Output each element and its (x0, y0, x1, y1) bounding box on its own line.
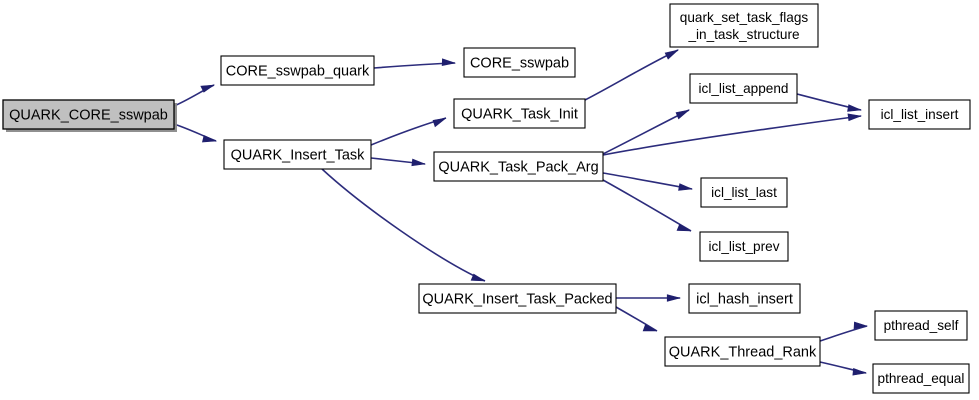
edge-quark_insert_task_packed-to-quark_thread_rank (615, 306, 658, 332)
arrowhead-icon (676, 223, 692, 232)
graph-node-quark_insert_task[interactable]: QUARK_Insert_Task (223, 139, 372, 170)
node-label: icl_list_append (699, 81, 789, 96)
edge-quark_core_sswpab-to-quark_insert_task (173, 123, 218, 143)
node-label: QUARK_CORE_sswpab (9, 107, 168, 123)
node-label-line: quark_set_task_flags (680, 10, 809, 25)
node-rect[interactable] (664, 336, 821, 367)
graph-node-quark_thread_rank[interactable]: QUARK_Thread_Rank (664, 336, 821, 367)
edge-quark_thread_rank-to-pthread_equal (819, 361, 868, 376)
graph-node-icl_list_insert[interactable]: icl_list_insert (868, 99, 971, 130)
graph-node-pthread_equal[interactable]: pthread_equal (872, 363, 970, 394)
arrowhead-icon (200, 84, 216, 93)
node-label: QUARK_Task_Init (461, 106, 578, 122)
arrowhead-icon (678, 183, 694, 191)
node-label: icl_list_prev (708, 239, 779, 254)
node-label: QUARK_Thread_Rank (669, 344, 817, 360)
node-label: pthread_self (884, 318, 959, 333)
graph-node-quark_insert_task_packed[interactable]: QUARK_Insert_Task_Packed (418, 283, 617, 314)
edge-quark_insert_task-to-quark_task_init (370, 117, 447, 146)
node-label-line: _in_task_structure (687, 27, 799, 42)
node-label: icl_list_last (711, 185, 777, 200)
graph-node-quark_set_task_flags_in_task_structure[interactable]: quark_set_task_flags _in_task_structure (669, 3, 819, 48)
arrowhead-icon (852, 367, 868, 376)
graph-node-quark_core_sswpab[interactable]: QUARK_CORE_sswpab (2, 99, 177, 132)
node-rect[interactable] (433, 151, 604, 182)
edge-line (602, 115, 862, 156)
arrowhead-icon (441, 58, 457, 66)
edge-quark_task_pack_arg-to-icl_list_append (602, 109, 691, 155)
arrowhead-icon (432, 117, 447, 128)
arrowhead-icon (411, 158, 427, 167)
arrowhead-icon (664, 49, 680, 60)
edge-quark_task_init-to-quark_set_task_flags_in_task_structure (584, 49, 680, 101)
node-rect[interactable] (699, 231, 789, 262)
graph-node-icl_list_append[interactable]: icl_list_append (689, 73, 798, 104)
graph-node-icl_list_last[interactable]: icl_list_last (700, 177, 788, 208)
node-label: QUARK_Insert_Task (231, 147, 366, 163)
edge-quark_insert_task-to-quark_task_pack_arg (370, 157, 427, 167)
node-rect[interactable] (700, 177, 788, 208)
edge-quark_thread_rank-to-pthread_self (819, 321, 869, 342)
node-label: QUARK_Insert_Task_Packed (422, 291, 612, 307)
edge-line (602, 179, 692, 232)
arrowhead-icon (642, 324, 658, 332)
arrowhead-icon (847, 113, 863, 122)
graph-node-quark_task_pack_arg[interactable]: QUARK_Task_Pack_Arg (433, 151, 604, 182)
node-label: pthread_equal (878, 371, 965, 386)
arrowhead-icon (853, 321, 869, 330)
graph-node-quark_task_init[interactable]: QUARK_Task_Init (453, 98, 586, 129)
node-rect[interactable] (868, 99, 971, 130)
node-label: icl_list_insert (881, 107, 959, 122)
node-rect[interactable] (688, 283, 801, 314)
arrowhead-icon (202, 134, 218, 143)
node-rect[interactable] (689, 73, 798, 104)
node-label: CORE_sswpab_quark (226, 63, 370, 79)
node-rect[interactable] (220, 55, 375, 86)
node-label: CORE_sswpab (470, 55, 569, 71)
nodes-layer: QUARK_CORE_sswpab CORE_sswpab_quarkQUARK_… (2, 3, 971, 394)
arrowhead-icon (847, 104, 863, 112)
edges-layer (173, 49, 869, 376)
edge-core_sswpab_quark-to-core_sswpab (373, 58, 457, 69)
arrowhead-icon (666, 294, 682, 302)
arrowhead-icon (470, 273, 486, 282)
graph-node-icl_hash_insert[interactable]: icl_hash_insert (688, 283, 801, 314)
graph-node-pthread_self[interactable]: pthread_self (874, 310, 968, 341)
node-rect[interactable] (874, 310, 968, 341)
edge-quark_task_pack_arg-to-icl_list_last (602, 172, 694, 191)
graph-node-icl_list_prev[interactable]: icl_list_prev (699, 231, 789, 262)
edge-line (819, 325, 868, 342)
edge-quark_core_sswpab-to-core_sswpab_quark (173, 84, 216, 107)
node-rect[interactable] (2, 99, 175, 130)
graph-node-core_sswpab_quark[interactable]: CORE_sswpab_quark (220, 55, 375, 86)
node-rect[interactable] (463, 47, 576, 78)
node-rect[interactable] (453, 98, 586, 129)
edge-icl_list_append-to-icl_list_insert (796, 93, 863, 112)
edge-quark_task_pack_arg-to-icl_list_insert (602, 113, 863, 156)
edge-quark_insert_task-to-quark_insert_task_packed (321, 168, 486, 282)
edge-quark_insert_task_packed-to-icl_hash_insert (615, 294, 682, 302)
edge-line (584, 49, 679, 101)
node-label: QUARK_Task_Pack_Arg (438, 159, 598, 175)
graph-node-core_sswpab[interactable]: CORE_sswpab (463, 47, 576, 78)
node-label: icl_hash_insert (696, 291, 793, 307)
node-rect[interactable] (418, 283, 617, 314)
node-rect[interactable] (669, 3, 819, 48)
node-rect[interactable] (872, 363, 970, 394)
arrowhead-icon (675, 109, 691, 120)
node-rect[interactable] (223, 139, 372, 170)
edge-line (321, 168, 486, 282)
edge-quark_task_pack_arg-to-icl_list_prev (602, 179, 692, 232)
